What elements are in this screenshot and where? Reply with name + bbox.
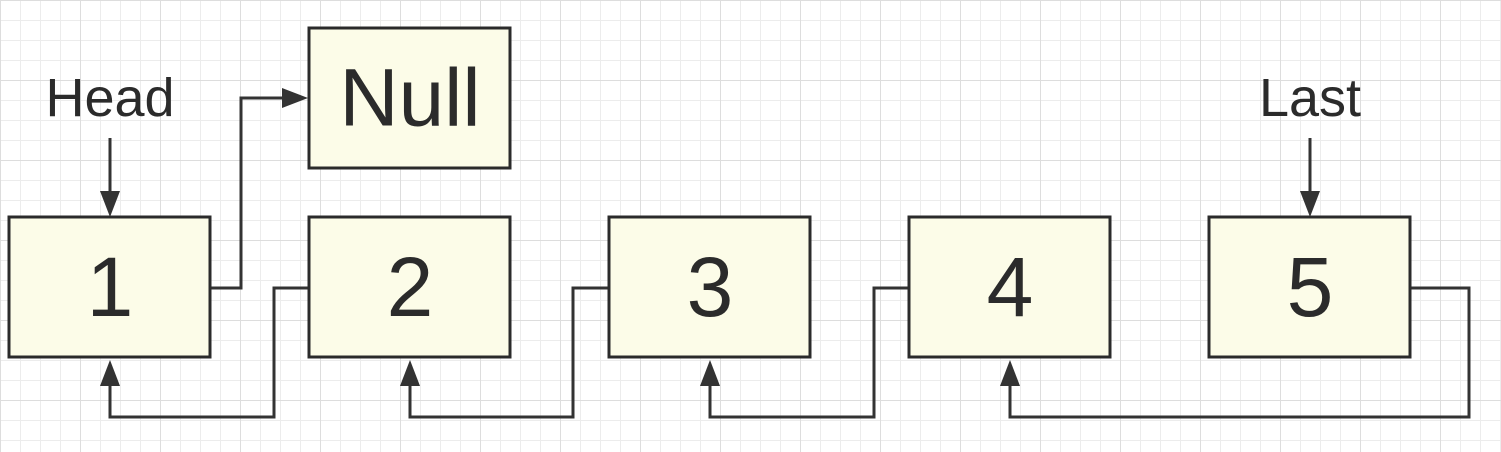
node-1: 1 [7,215,212,359]
node-4-label: 4 [987,240,1034,334]
node-3: 3 [607,215,812,359]
arrowhead-node2-bottom [400,360,420,386]
arrowhead-null [282,88,308,108]
arrowhead-node3-bottom [700,360,720,386]
head-label: Head [45,68,174,128]
node-5-label: 5 [1287,240,1334,334]
link-node5-to-node4 [1008,286,1471,419]
head-pointer-arrowhead [100,191,120,217]
arrowhead-node1-bottom [100,360,120,386]
last-label: Last [1259,68,1361,128]
null-node-label: Null [339,53,480,144]
null-node: Null [307,26,512,170]
node-2: 2 [307,215,512,359]
node-4: 4 [907,215,1112,359]
node-3-label: 3 [687,240,734,334]
node-1-box [7,215,212,359]
link-node3-to-node2 [408,286,609,419]
node-2-box [307,215,512,359]
arrowhead-node4-bottom [1000,360,1020,386]
link-node1-to-null [211,96,290,290]
link-node2-to-node1 [108,286,309,419]
null-node-box [307,26,512,170]
link-node4-to-node3 [708,286,909,419]
node-5: 5 [1207,215,1412,359]
node-1-label: 1 [87,240,134,334]
node-5-box [1207,215,1412,359]
node-3-box [607,215,812,359]
node-4-box [907,215,1112,359]
node-2-label: 2 [387,240,434,334]
connectors [100,88,1471,419]
last-pointer-arrowhead [1300,191,1320,217]
